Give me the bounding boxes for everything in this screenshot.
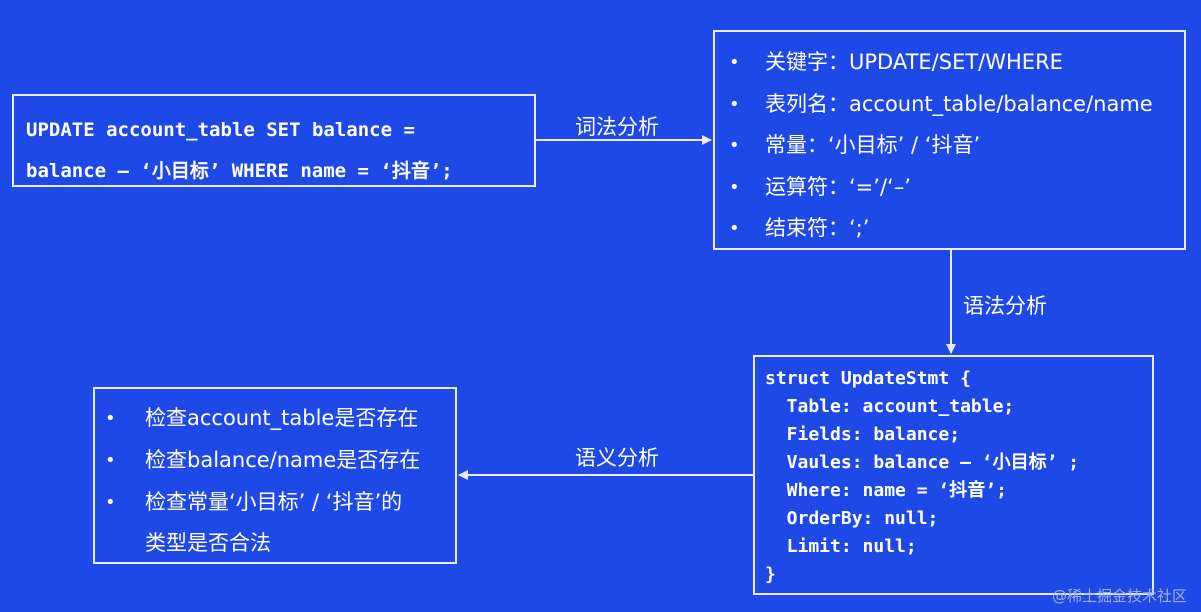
struct-line: Limit: null; [765,536,917,557]
bullet-icon: • [105,408,116,429]
sql-line-2: balance – ‘小目标’ WHERE name = ‘抖音’; [26,160,453,182]
struct-line: struct UpdateStmt { [765,368,971,389]
struct-line: Fields: balance; [765,424,961,445]
bullet-icon: • [729,93,740,115]
bullet-icon: • [729,52,740,73]
sql-statement-box: UPDATE account_table SET balance = balan… [12,94,536,187]
semantic-analysis-label: 语义分析 [575,446,659,470]
bullet-icon: • [729,176,740,198]
struct-line: Where: name = ‘抖音’; [765,480,1007,501]
bullet-icon: • [105,491,116,513]
lexical-analysis-label: 词法分析 [575,115,659,139]
token-constants: •常量：‘小目标’ / ‘抖音’ [729,125,1184,167]
struct-line: Vaules: balance – ‘小目标’ ; [765,452,1080,473]
struct-line: } [765,564,776,585]
check-item-columns: •检查balance/name是否存在 [105,440,455,482]
parse-tree-struct-box: struct UpdateStmt { Table: account_table… [753,355,1154,595]
token-terminator: •结束符：‘;’ [729,208,1184,250]
struct-line: OrderBy: null; [765,508,939,529]
token-list-box: •关键字：UPDATE/SET/WHERE •表列名：account_table… [713,30,1186,250]
check-item-constant-types: •检查常量‘小目标’ / ‘抖音’的类型是否合法 [105,482,455,566]
bullet-icon: • [729,218,740,240]
bullet-icon: • [729,135,740,157]
sql-line-1: UPDATE account_table SET balance = [26,119,415,141]
token-operators: •运算符：‘=’/‘–’ [729,167,1184,209]
token-keywords: •关键字：UPDATE/SET/WHERE [729,42,1184,84]
check-item-table: •检查account_table是否存在 [105,398,455,440]
bullet-icon: • [105,449,116,471]
syntax-analysis-label: 语法分析 [963,294,1047,318]
token-identifiers: •表列名：account_table/balance/name [729,84,1184,126]
struct-line: Table: account_table; [765,396,1015,417]
watermark: @稀土掘金技术社区 [1051,587,1187,605]
semantic-checks-box: •检查account_table是否存在 •检查balance/name是否存在… [93,387,457,564]
